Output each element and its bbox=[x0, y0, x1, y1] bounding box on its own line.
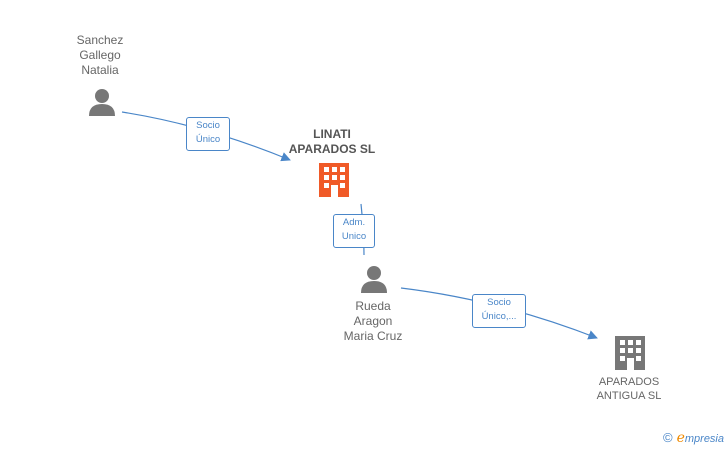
node-label-line: Aragon bbox=[353, 314, 393, 328]
edge-badge-line: Unico bbox=[341, 231, 367, 242]
empresia-watermark: ©empresia bbox=[663, 430, 724, 446]
person-icon[interactable] bbox=[89, 89, 115, 116]
node-label-rueda[interactable]: Rueda Aragon Maria Cruz bbox=[332, 299, 414, 344]
edge-badge-socio-unico-more[interactable]: Socio Único,... bbox=[472, 294, 526, 328]
person-icon[interactable] bbox=[361, 266, 387, 293]
building-icon[interactable] bbox=[319, 163, 349, 197]
edge-badge-line: Adm. bbox=[342, 217, 366, 228]
node-label-sanchez[interactable]: Sanchez Gallego Natalia bbox=[62, 33, 138, 78]
brand-initial: e bbox=[676, 430, 685, 446]
brand-rest: mpresia bbox=[684, 433, 724, 445]
node-label-line: APARADOS bbox=[598, 376, 660, 388]
edge-badge-socio-unico[interactable]: Socio Único bbox=[186, 117, 230, 151]
node-label-line: ANTIGUA SL bbox=[596, 390, 662, 402]
node-label-line: Maria Cruz bbox=[343, 329, 403, 343]
node-label-line: APARADOS SL bbox=[288, 142, 376, 156]
node-label-linati[interactable]: LINATI APARADOS SL bbox=[280, 127, 384, 157]
edge-badge-line: Único,... bbox=[481, 311, 517, 322]
node-label-line: LINATI bbox=[313, 127, 351, 141]
copyright-icon: © bbox=[662, 430, 673, 445]
node-label-line: Natalia bbox=[81, 63, 119, 77]
edge-badge-line: Único bbox=[195, 134, 221, 145]
node-label-antigua[interactable]: APARADOS ANTIGUA SL bbox=[584, 375, 674, 403]
node-label-line: Gallego bbox=[79, 48, 121, 62]
edge-badge-line: Socio bbox=[196, 120, 220, 131]
building-icon[interactable] bbox=[615, 336, 645, 370]
node-label-line: Rueda bbox=[355, 299, 391, 313]
node-label-line: Sanchez bbox=[76, 33, 124, 47]
edge-badge-line: Socio bbox=[487, 297, 511, 308]
edge-badge-adm-unico[interactable]: Adm. Unico bbox=[333, 214, 375, 248]
